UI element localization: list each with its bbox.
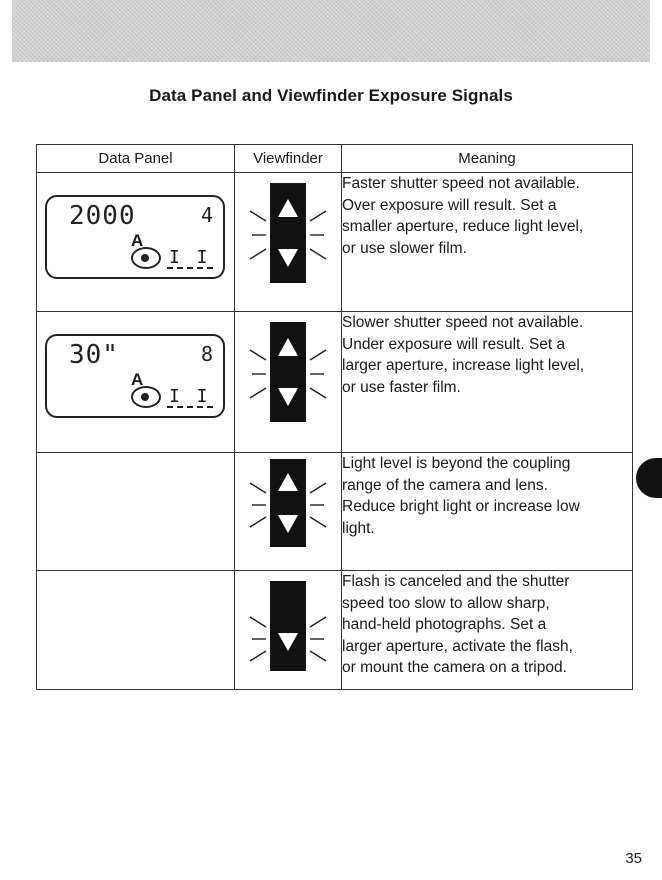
data-panel-cell — [36, 452, 235, 571]
meaning-line: Reduce bright light or increase low — [342, 498, 580, 515]
self-timer-icon — [131, 386, 161, 408]
blink-marks-icon — [249, 482, 327, 528]
header-viewfinder: Viewfinder — [234, 144, 342, 173]
page-number: 35 — [625, 850, 642, 867]
data-panel-cell — [36, 570, 235, 690]
table-row: 2000 4 A I I Fa — [36, 172, 633, 312]
meaning-line: smaller aperture, reduce light level, — [342, 218, 584, 235]
header-data-panel: Data Panel — [36, 144, 235, 173]
lcd-panel: 2000 4 A I I — [45, 195, 225, 279]
meaning-line: Faster shutter speed not available. — [342, 175, 580, 192]
table-header-row: Data Panel Viewfinder Meaning — [36, 144, 633, 173]
viewfinder-signal — [249, 459, 327, 547]
meaning-line: hand-held photographs. Set a — [342, 616, 547, 633]
self-timer-icon — [131, 247, 161, 269]
viewfinder-bar — [270, 459, 306, 547]
lcd-mode: A — [131, 370, 144, 389]
meaning-line: light. — [342, 519, 375, 537]
meaning-line: larger aperture, activate the flash, — [342, 637, 573, 655]
lcd-aperture-bars: I I — [167, 386, 213, 408]
viewfinder-cell — [234, 311, 342, 453]
up-triangle-icon — [278, 338, 298, 356]
page-title: Data Panel and Viewfinder Exposure Signa… — [149, 86, 513, 105]
meaning-line: speed too slow to allow sharp, — [342, 594, 550, 612]
table-row: Flash is canceled and the shutter speed … — [36, 570, 633, 690]
lcd-panel: 30" 8 A I I — [45, 334, 225, 418]
viewfinder-cell — [234, 172, 342, 312]
up-triangle-icon — [278, 473, 298, 491]
exposure-signals-table: Data Panel Viewfinder Meaning 2000 4 A I… — [36, 144, 633, 690]
down-triangle-icon — [278, 249, 298, 267]
data-panel-cell: 30" 8 A I I — [36, 311, 235, 453]
down-triangle-icon — [278, 633, 298, 651]
lcd-frame-count: 8 — [200, 342, 213, 366]
table-row: Light level is beyond the coupling range… — [36, 452, 633, 571]
meaning-line: Flash is canceled and the shutter — [342, 573, 570, 590]
lcd-aperture-bars: I I — [167, 247, 213, 269]
meaning-cell: Flash is canceled and the shutter speed … — [341, 570, 633, 690]
viewfinder-cell — [234, 570, 342, 690]
blink-marks-icon — [249, 616, 327, 662]
thumb-tab — [636, 458, 662, 498]
meaning-line: or mount the camera on a tripod. — [342, 659, 567, 676]
up-triangle-icon — [278, 199, 298, 217]
down-triangle-icon — [278, 515, 298, 533]
table-row: 30" 8 A I I Slo — [36, 311, 633, 453]
meaning-line: Over exposure will result. Set a — [342, 196, 557, 214]
viewfinder-bar — [270, 581, 306, 671]
viewfinder-bar — [270, 322, 306, 422]
meaning-line: Under exposure will result. Set a — [342, 335, 566, 353]
lcd-shutter-speed: 30" — [69, 340, 119, 370]
lcd-frame-count: 4 — [200, 203, 213, 227]
meaning-line: or use faster film. — [342, 378, 461, 396]
meaning-line: larger aperture, increase light level, — [342, 357, 585, 374]
data-panel-cell: 2000 4 A I I — [36, 172, 235, 312]
meaning-line: Slower shutter speed not available. — [342, 314, 584, 331]
blink-marks-icon — [249, 210, 327, 260]
lcd-mode: A — [131, 231, 144, 250]
viewfinder-signal — [249, 183, 327, 283]
lcd-shutter-speed: 2000 — [69, 201, 136, 231]
viewfinder-signal — [249, 322, 327, 422]
blink-marks-icon — [249, 349, 327, 399]
meaning-line: range of the camera and lens. — [342, 476, 548, 494]
meaning-cell: Faster shutter speed not available. Over… — [341, 172, 633, 312]
down-triangle-icon — [278, 388, 298, 406]
header-meaning: Meaning — [341, 144, 633, 173]
meaning-line: or use slower film. — [342, 239, 467, 257]
viewfinder-signal — [249, 581, 327, 671]
header-band — [12, 0, 650, 62]
viewfinder-bar — [270, 183, 306, 283]
meaning-line: Light level is beyond the coupling — [342, 455, 571, 472]
viewfinder-cell — [234, 452, 342, 571]
meaning-cell: Slower shutter speed not available. Unde… — [341, 311, 633, 453]
meaning-cell: Light level is beyond the coupling range… — [341, 452, 633, 571]
